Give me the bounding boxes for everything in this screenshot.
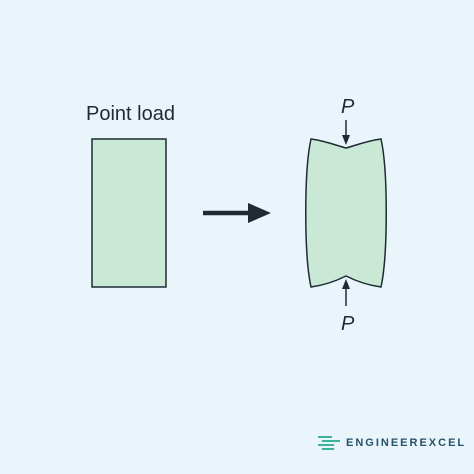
brand-logo-text: ENGINEEREXCEL <box>346 437 467 449</box>
bottom-load-label: P <box>341 313 355 335</box>
deformed-block <box>305 138 387 288</box>
engineerexcel-logo-icon <box>318 436 340 450</box>
top-load-arrow-head <box>342 135 350 145</box>
bottom-load-arrow-head <box>342 279 350 289</box>
brand-logo: ENGINEEREXCEL <box>318 436 466 450</box>
undeformed-block <box>91 138 167 288</box>
top-load-label: P <box>341 96 355 118</box>
diagram-title: Point load <box>86 103 175 125</box>
transition-arrow-head <box>248 203 271 223</box>
